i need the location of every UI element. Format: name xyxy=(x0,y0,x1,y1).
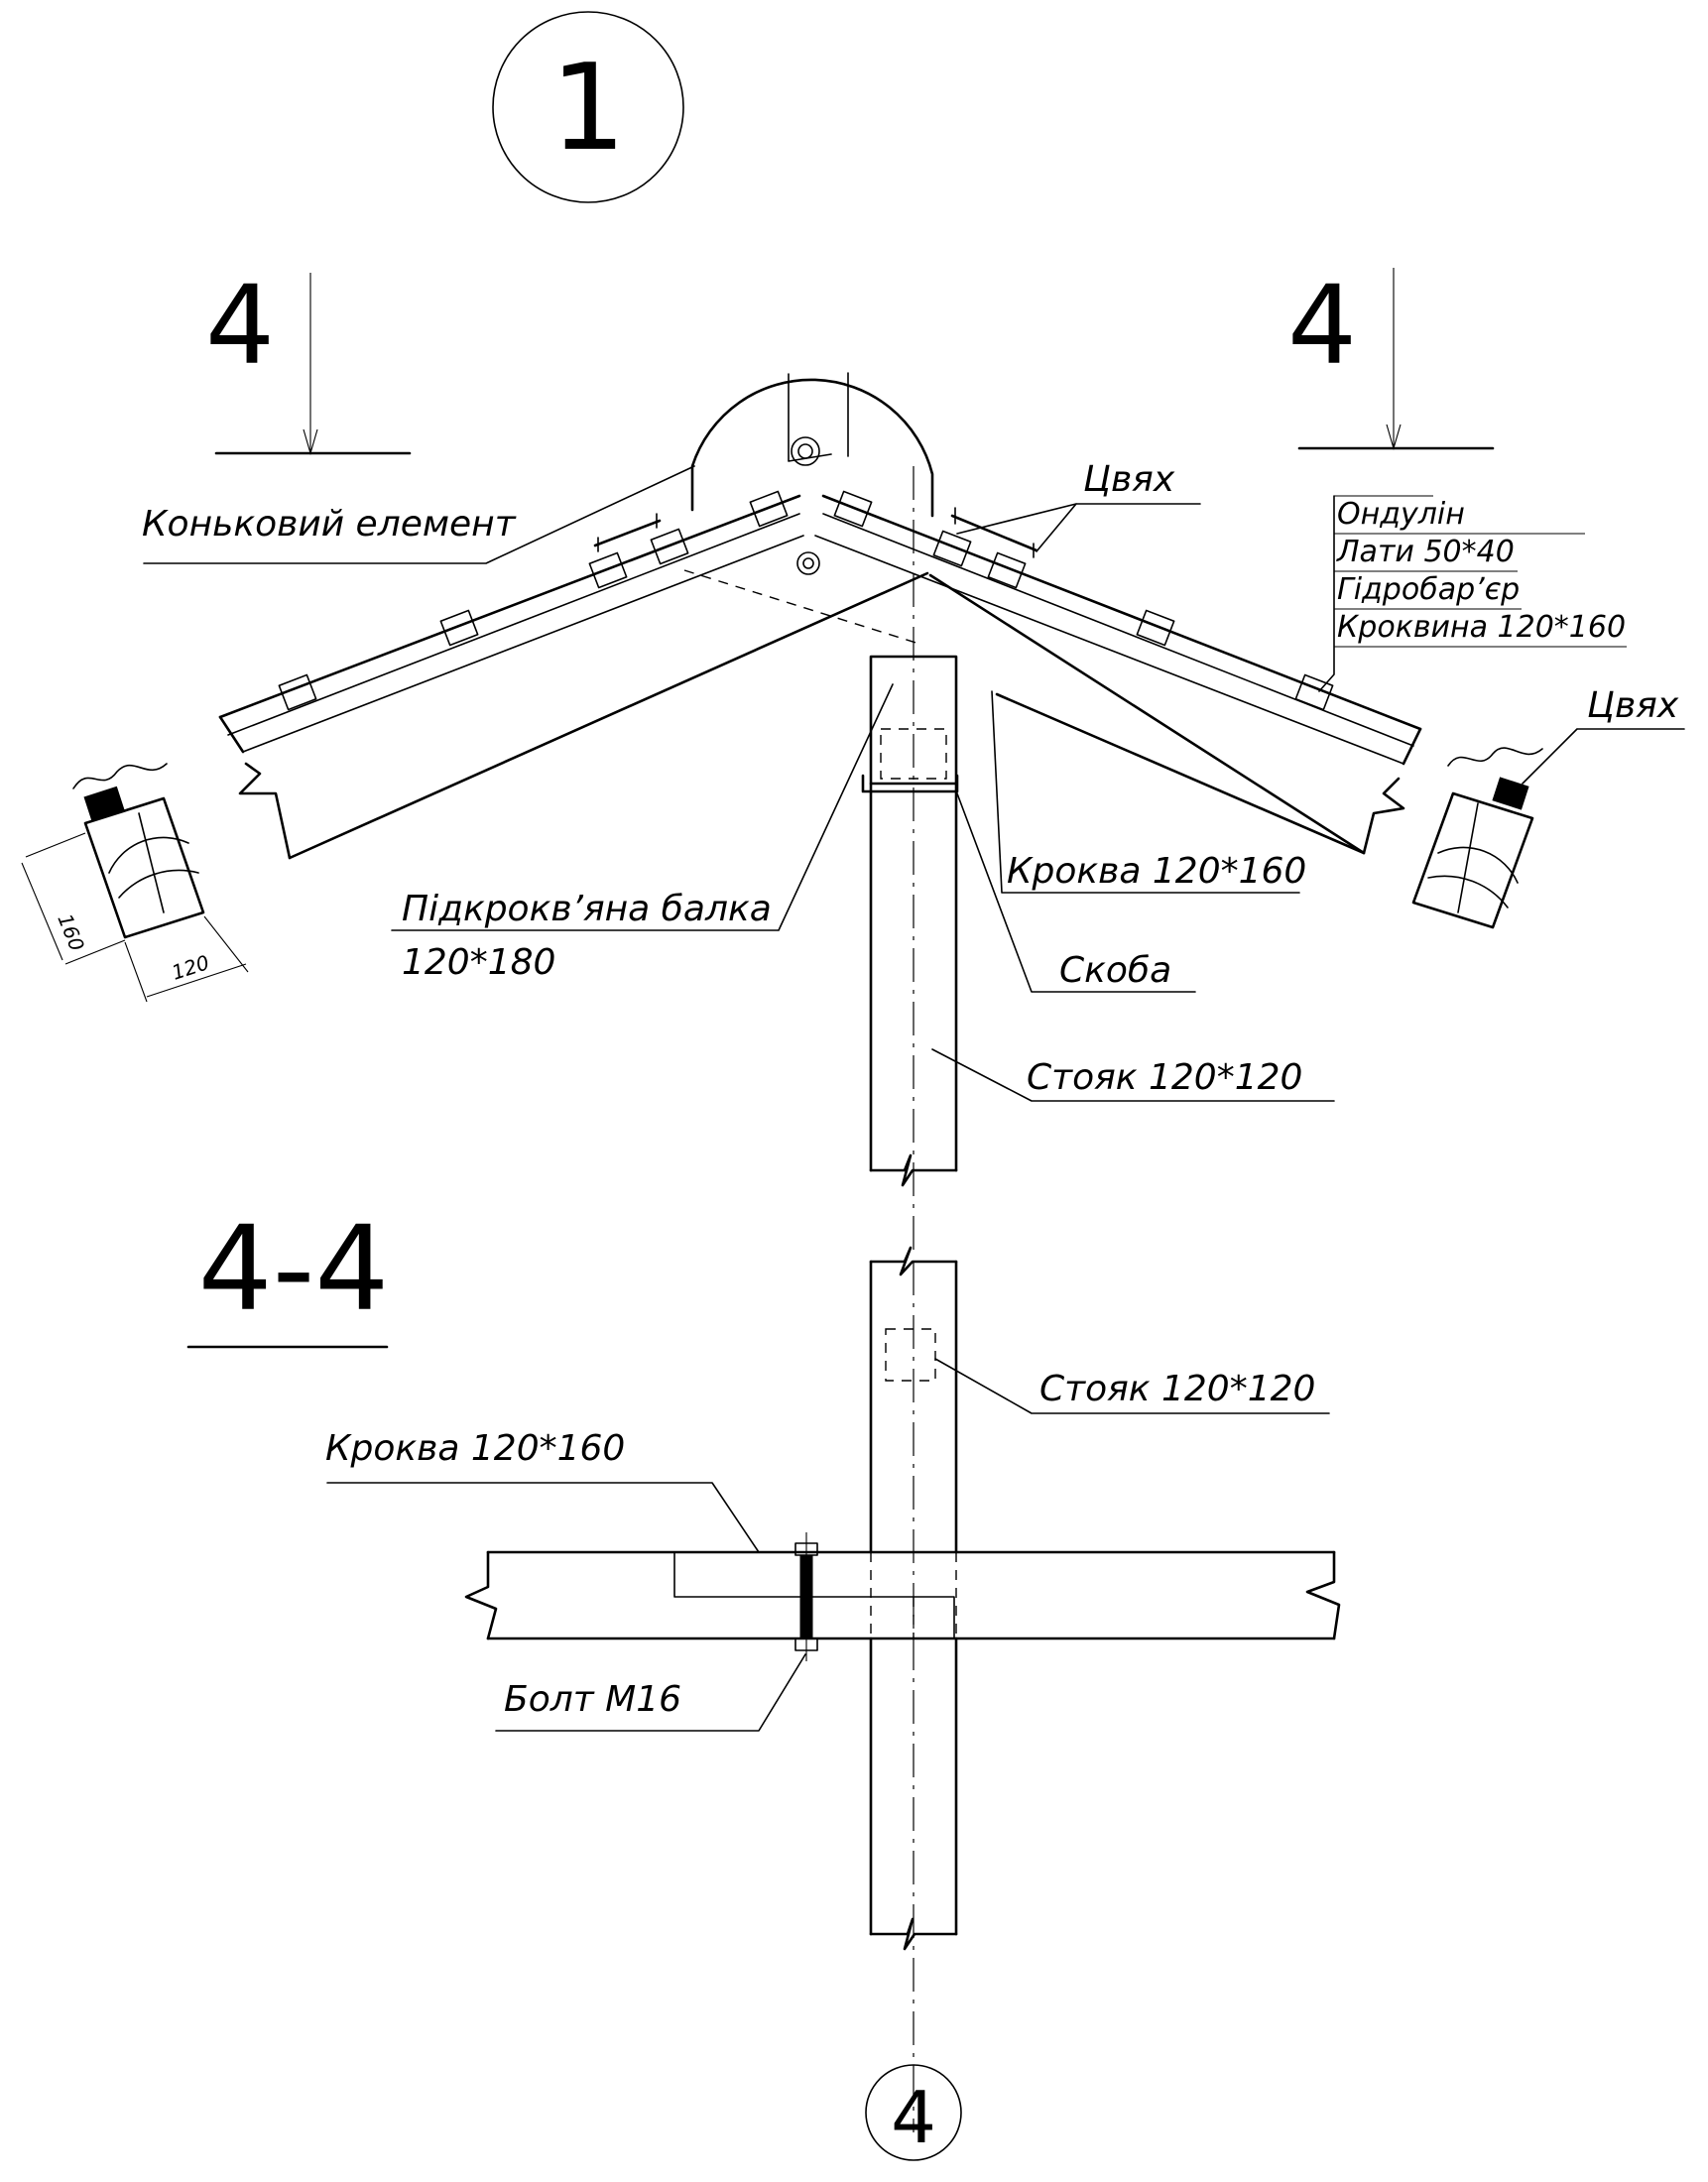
roof-slope-left xyxy=(218,490,929,860)
rafter-horizontal xyxy=(464,1550,1341,1640)
dim-height: 160 xyxy=(53,910,89,954)
detail-number-bubble: 1 xyxy=(492,11,684,203)
label-nail-top: Цвях xyxy=(1083,459,1175,500)
label-ridge: Коньковий елемент xyxy=(142,504,517,545)
ridge-element xyxy=(690,372,934,518)
label-purlin-1: Підкрокв’яна балка xyxy=(402,889,772,929)
rafter-section-right xyxy=(1411,747,1543,929)
section-title: 4-4 xyxy=(186,1200,390,1349)
purlin-joint xyxy=(683,551,923,646)
label-post-section: Стояк 120*120 xyxy=(1039,1369,1315,1409)
axis-marker: 4 xyxy=(865,2064,962,2161)
section-marker-right: 4 xyxy=(1287,262,1495,450)
post-upper xyxy=(861,466,959,1250)
label-purlin-2: 120*180 xyxy=(402,942,555,983)
label-bolt: Болт М16 xyxy=(504,1679,681,1720)
section-title-text: 4-4 xyxy=(198,1200,390,1337)
label-layer-2: Лати 50*40 xyxy=(1336,535,1515,569)
roof-slope-right xyxy=(814,490,1422,855)
label-rafter-section: Кроква 120*160 xyxy=(325,1428,625,1469)
batten-blocks-left xyxy=(278,490,789,711)
batten-blocks-right xyxy=(833,490,1334,711)
section-marker-right-number: 4 xyxy=(1287,262,1357,389)
labels: Коньковий елемент Цвях Ондулін Лати 50*4… xyxy=(142,459,1679,1720)
label-rafter-top: Кроква 120*160 xyxy=(1007,851,1306,892)
label-bracket: Скоба xyxy=(1059,950,1171,991)
dim-width: 120 xyxy=(169,950,212,985)
post-section xyxy=(869,1246,958,2132)
label-layer-3: Гідробар’єр xyxy=(1337,572,1520,607)
label-layer-1: Ондулін xyxy=(1337,497,1465,532)
axis-marker-number: 4 xyxy=(891,2076,936,2159)
rafter-section-left: 160 120 xyxy=(21,763,249,1003)
label-nail-right: Цвях xyxy=(1587,685,1679,726)
label-layer-4: Кроквина 120*160 xyxy=(1337,610,1626,645)
section-marker-left: 4 xyxy=(205,262,412,455)
label-post-top: Стояк 120*120 xyxy=(1027,1057,1302,1098)
leader-lines xyxy=(143,465,1685,1732)
detail-number: 1 xyxy=(550,40,626,178)
section-marker-left-number: 4 xyxy=(205,262,275,389)
bolt xyxy=(794,1532,818,1661)
